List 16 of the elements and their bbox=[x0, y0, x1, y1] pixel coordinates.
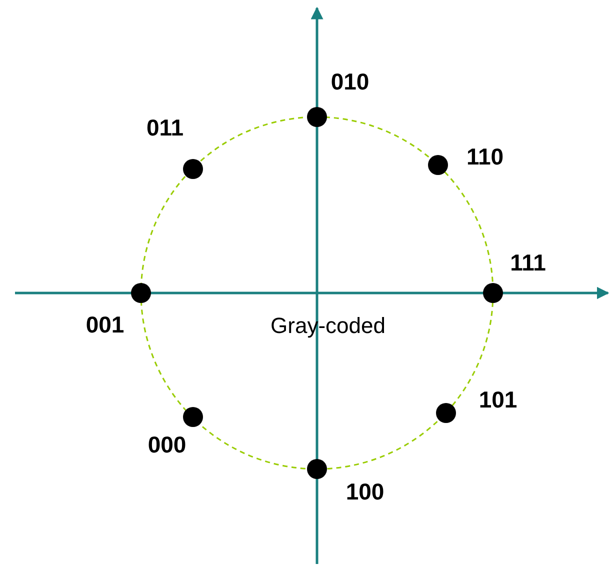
bit-label: 010 bbox=[330, 68, 370, 96]
bit-label: 011 bbox=[146, 114, 184, 142]
bit-label: 001 bbox=[86, 312, 124, 338]
bit-label: 110 bbox=[466, 144, 504, 170]
constellation-point bbox=[436, 403, 456, 424]
bit-label: 111 bbox=[510, 250, 546, 276]
constellation-point bbox=[131, 283, 151, 303]
bit-label: 100 bbox=[346, 478, 384, 506]
bit-label: 000 bbox=[148, 432, 186, 458]
bit-label: 101 bbox=[478, 386, 518, 414]
constellation-point bbox=[182, 158, 203, 179]
constellation-point bbox=[182, 407, 203, 428]
constellation-point bbox=[307, 107, 327, 127]
constellation-point bbox=[483, 283, 503, 303]
constellation-point bbox=[307, 459, 327, 479]
constellation-point bbox=[428, 155, 448, 176]
